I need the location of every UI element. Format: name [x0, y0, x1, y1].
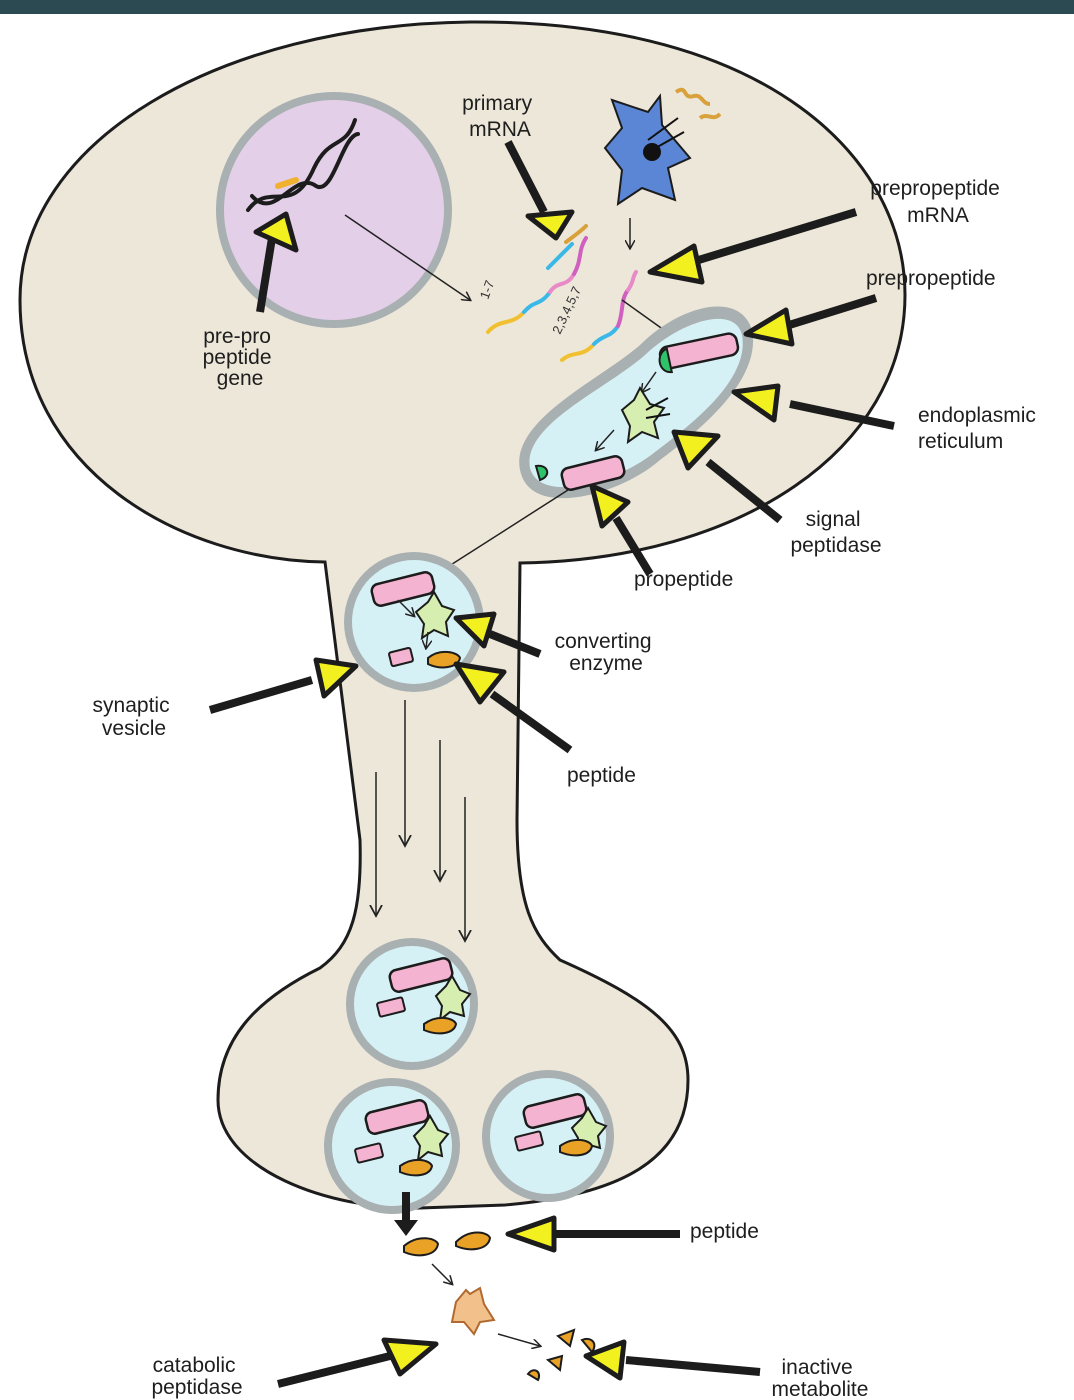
pointer-catabolic-peptidase [278, 1340, 436, 1384]
label-synaptic-vesicle: synaptic vesicle [93, 694, 176, 740]
label-signal-peptidase: signal peptidase [790, 508, 881, 557]
pointer-inactive-metabolite [586, 1342, 760, 1378]
label-er: endoplasmic reticulum [918, 404, 1042, 453]
degradation-arrow [432, 1264, 452, 1284]
label-propeptide: propeptide [634, 568, 733, 591]
label-peptide-upper: peptide [567, 764, 636, 787]
pointer-synaptic-vesicle [210, 660, 356, 710]
terminal-vesicle-3 [482, 1070, 614, 1202]
label-converting-enzyme: converting enzyme [555, 630, 658, 675]
label-peptide-lower: peptide [690, 1220, 759, 1243]
label-prepropeptide: prepropeptide [866, 267, 996, 290]
pointer-peptide-lower [508, 1218, 680, 1250]
catabolic-peptidase-enzyme [452, 1288, 494, 1334]
terminal-vesicle-1 [346, 938, 478, 1070]
nucleus [216, 92, 452, 328]
metabolite-arrow [498, 1334, 540, 1346]
released-peptides [404, 1233, 490, 1256]
label-inactive-metabolite: inactive metabolite [772, 1356, 869, 1400]
terminal-vesicle-2 [324, 1078, 460, 1214]
label-catabolic-peptidase: catabolic peptidase [151, 1354, 242, 1399]
